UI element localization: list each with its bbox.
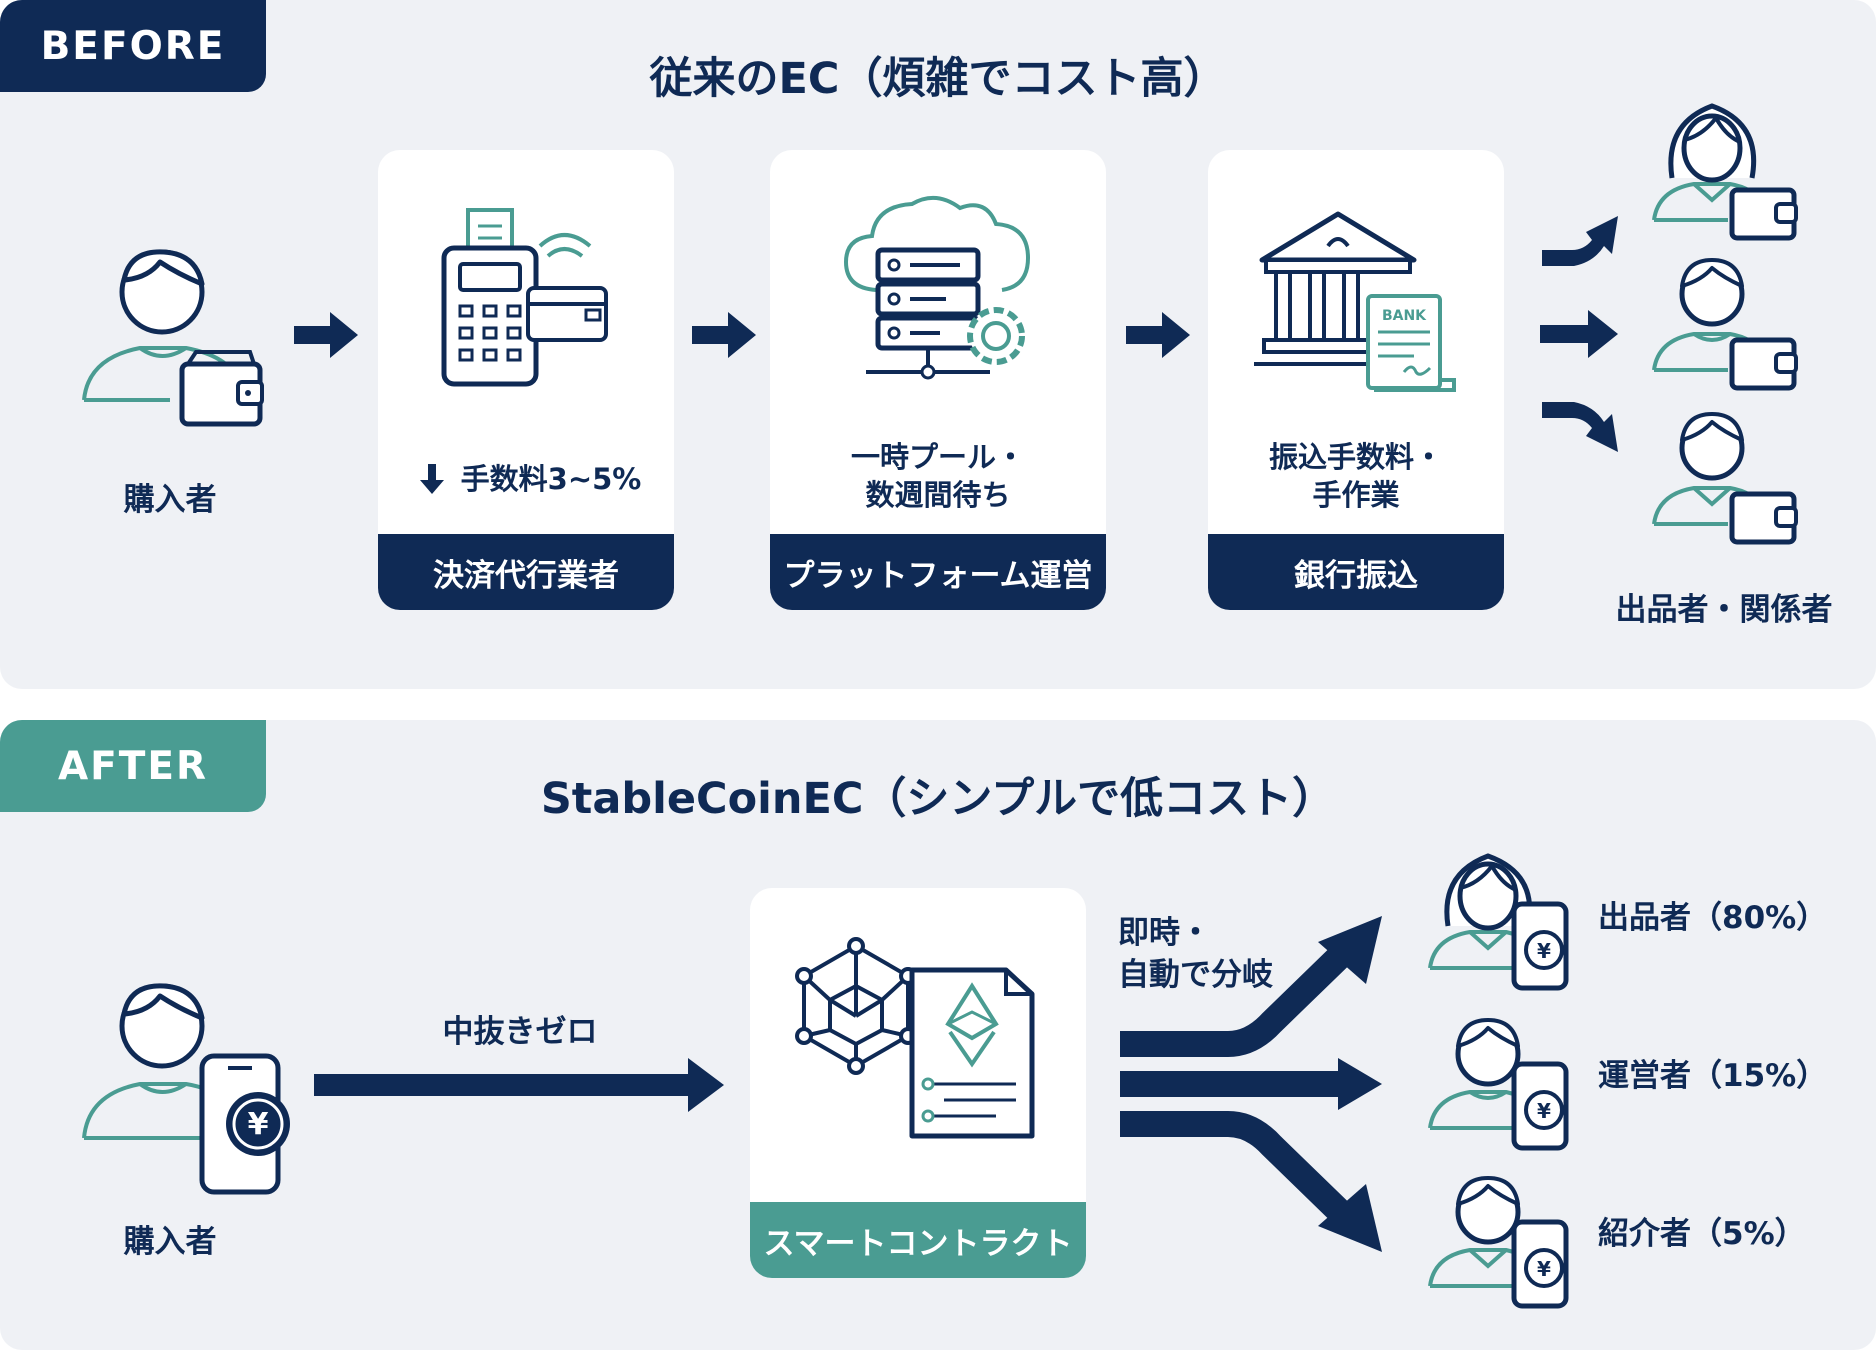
male-recipient-with-wallet-icon bbox=[1652, 412, 1798, 545]
arrow-down-right-icon bbox=[1542, 402, 1618, 452]
branch-label-line: 即時・ bbox=[1118, 915, 1211, 951]
branching-arrows-icon bbox=[1120, 916, 1382, 1252]
recipient-label-operator: 運営者（15%） bbox=[1598, 1058, 1828, 1094]
middleman-zero-label: 中抜きゼロ bbox=[442, 1014, 598, 1050]
male-recipient-with-wallet-icon bbox=[1652, 258, 1798, 391]
card-smart-contract: スマートコントラクト bbox=[750, 888, 1086, 1278]
card-desc-line: 手数料3~5% bbox=[460, 462, 642, 496]
yen-icon: ¥ bbox=[1537, 1257, 1551, 1281]
card-footer-platform-operator: プラットフォーム運営 bbox=[770, 534, 1106, 610]
card-desc-line: 一時プール・ bbox=[850, 440, 1025, 474]
male-operator-with-phone-icon: ¥ bbox=[1428, 1018, 1569, 1151]
female-recipient-with-wallet-icon bbox=[1652, 103, 1798, 241]
after-buyer-label: 購入者 bbox=[123, 1224, 217, 1260]
yen-icon: ¥ bbox=[1537, 1099, 1551, 1123]
arrow-right-icon bbox=[1126, 312, 1190, 358]
card-desc-line: 数週間待ち bbox=[865, 478, 1011, 512]
arrow-right-icon bbox=[692, 312, 756, 358]
after-tag: AFTER bbox=[0, 720, 266, 812]
recipient-label-seller: 出品者（80%） bbox=[1598, 900, 1828, 936]
yen-icon: ¥ bbox=[248, 1107, 269, 1142]
buyer-with-phone-icon: ¥ bbox=[82, 983, 290, 1195]
arrow-right-icon bbox=[1540, 310, 1618, 358]
bank-sign-text: BANK bbox=[1382, 308, 1427, 324]
before-recipients-label: 出品者・関係者 bbox=[1615, 592, 1833, 628]
before-panel: BEFORE 従来のEC（煩雑でコスト高） 購入者 bbox=[0, 0, 1876, 689]
bank-icon: BANK bbox=[1254, 211, 1456, 392]
recipient-label-referrer: 紹介者（5%） bbox=[1598, 1216, 1806, 1252]
down-arrow-icon bbox=[420, 464, 444, 494]
before-tag: BEFORE bbox=[0, 0, 266, 92]
branch-label-line: 自動で分岐 bbox=[1118, 957, 1273, 993]
card-footer-bank-transfer: 銀行振込 bbox=[1208, 534, 1504, 610]
card-desc-line: 振込手数料・ bbox=[1268, 440, 1443, 474]
yen-icon: ¥ bbox=[1537, 939, 1551, 963]
after-title: StableCoinEC（シンプルで低コスト） bbox=[540, 774, 1336, 824]
arrow-up-right-icon bbox=[1542, 216, 1618, 266]
after-panel: AFTER StableCoinEC（シンプルで低コスト） ¥ 購入者 中抜きゼ… bbox=[0, 720, 1876, 1350]
male-referrer-with-phone-icon: ¥ bbox=[1428, 1176, 1569, 1309]
cloud-server-icon bbox=[843, 196, 1031, 380]
payment-terminal-icon bbox=[441, 208, 608, 387]
card-footer-smart-contract: スマートコントラクト bbox=[750, 1202, 1086, 1278]
card-platform-operator: 一時プール・ 数週間待ち プラットフォーム運営 bbox=[770, 150, 1106, 610]
female-seller-with-phone-icon: ¥ bbox=[1428, 853, 1569, 991]
card-bank-transfer: BANK 振込手数料・ 手作業 銀行振込 bbox=[1208, 150, 1504, 610]
before-buyer-label: 購入者 bbox=[123, 482, 217, 518]
long-arrow-right-icon bbox=[314, 1058, 724, 1112]
smart-contract-icon bbox=[795, 937, 1035, 1139]
card-desc-line: 手作業 bbox=[1312, 478, 1400, 512]
card-payment-processor: 手数料3~5% 決済代行業者 bbox=[378, 150, 674, 610]
before-title: 従来のEC（煩雑でコスト高） bbox=[649, 54, 1227, 104]
buyer-with-wallet-icon bbox=[82, 249, 264, 427]
card-footer-payment-processor: 決済代行業者 bbox=[378, 534, 674, 610]
arrow-right-icon bbox=[294, 312, 358, 358]
